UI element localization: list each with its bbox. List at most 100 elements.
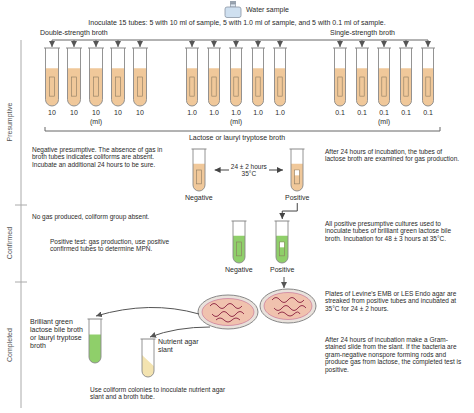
node-label: Negative [185, 194, 213, 202]
tube-rim [44, 48, 60, 49]
tube-rim [207, 48, 221, 49]
note-text: (ml) [81, 118, 111, 126]
broth [335, 68, 346, 106]
durham-tube [49, 77, 54, 96]
note-text: All positive presumptive cultures used t… [325, 220, 460, 242]
broth [134, 68, 147, 106]
durham-tube [236, 242, 241, 256]
bottle-neck [231, 4, 236, 7]
broth [423, 68, 434, 106]
test-tube [233, 221, 245, 263]
broth-tube: Negative [185, 148, 213, 202]
broth [90, 68, 103, 106]
broth [276, 236, 288, 263]
inoculation-arrow [118, 40, 119, 47]
node-label: Water sample [246, 6, 289, 14]
bottle-body [225, 7, 241, 18]
bottle-icon [222, 1, 244, 18]
durham-tube [137, 77, 142, 96]
agar-surface [264, 293, 312, 320]
node-label: Negative [225, 266, 253, 274]
note-text: Positive test: gas production, use posit… [50, 238, 190, 253]
broth [46, 68, 59, 106]
broth-tube: Negative [225, 220, 253, 274]
broth [193, 164, 205, 191]
broth [233, 236, 245, 263]
node-label: Nutrient agar slant [158, 338, 200, 354]
inoculation-arrow [96, 40, 97, 47]
broth-tube: Positive [270, 220, 295, 274]
inoculation-arrow [52, 40, 53, 47]
tube-rim [333, 48, 347, 49]
durham-tube [404, 77, 408, 96]
note-text: After 24 hours of incubation, the tubes … [325, 148, 460, 163]
tube-rim [191, 149, 206, 150]
broth [209, 68, 220, 106]
inoculation-bracket [52, 40, 428, 41]
broth-tube: Brilliant green lactose bile broth or la… [30, 318, 103, 364]
tube-rim [132, 48, 148, 49]
durham-tube [93, 77, 98, 96]
inoculation-arrow [214, 40, 215, 47]
node-label: Positive [285, 194, 310, 202]
gas-bubble [280, 242, 284, 247]
broth [357, 68, 368, 106]
note-text: 10 [106, 109, 130, 117]
note-text: After 24 hours of incubation make a Gram… [325, 336, 465, 373]
inoculation-arrow [140, 40, 141, 47]
tube-rim [88, 319, 103, 320]
note-text: 0.1 [350, 109, 374, 117]
note-text: 0.1 [328, 109, 352, 117]
test-tube [276, 221, 288, 263]
tube-icon [140, 338, 156, 378]
broth [291, 164, 303, 191]
bottle-cap [230, 1, 236, 4]
broth-bracket [45, 127, 440, 131]
tube-rim [141, 339, 156, 340]
broth-tube: Positive [285, 148, 310, 202]
section-label: Confirmed [6, 198, 14, 288]
broth [401, 68, 412, 106]
section-rule [21, 40, 22, 408]
sample-bottle: Water sample [222, 1, 289, 18]
flow-arrow [284, 277, 285, 288]
note-text: Lactose or lauryl tryptose broth [137, 134, 337, 142]
section-label: Completed [6, 300, 14, 390]
agar-plate [198, 295, 258, 329]
durham-tube [338, 77, 342, 96]
section-tick [15, 205, 27, 206]
durham-tube [295, 170, 300, 184]
tube-rim [110, 48, 126, 49]
note-text: Inoculate 15 tubes: 5 with 10 ml of samp… [37, 19, 437, 27]
note-text: (ml) [369, 118, 399, 126]
note-text: 1.0 [202, 109, 226, 117]
flow-arrow [96, 307, 199, 316]
test-tube [401, 48, 412, 106]
inoculation-arrow [340, 40, 341, 47]
tube-rim [290, 149, 305, 150]
durham-tube [256, 77, 260, 96]
tube-rim [275, 221, 290, 222]
broth [112, 68, 125, 106]
inoculation-arrow [384, 40, 385, 47]
tube-icon [231, 220, 247, 264]
test-tube [46, 48, 59, 106]
streak [210, 304, 244, 323]
test-tube [68, 48, 81, 106]
note-text: Plates of Levine's EMB or LES Endo agar … [325, 290, 460, 312]
agar-slant-tube: Nutrient agar slant [140, 338, 200, 378]
streak [272, 298, 306, 317]
durham-tube [278, 77, 282, 96]
broth [89, 334, 101, 363]
tube-icon [274, 220, 290, 264]
test-tube [187, 48, 198, 106]
agar-surface [202, 299, 254, 326]
tube-rim [229, 48, 243, 49]
section-tick [15, 282, 27, 283]
flow-connector [282, 203, 297, 219]
tube-icon [191, 148, 207, 192]
test-tube [209, 48, 220, 106]
inoculation-arrow [258, 40, 259, 47]
broth [253, 68, 264, 106]
